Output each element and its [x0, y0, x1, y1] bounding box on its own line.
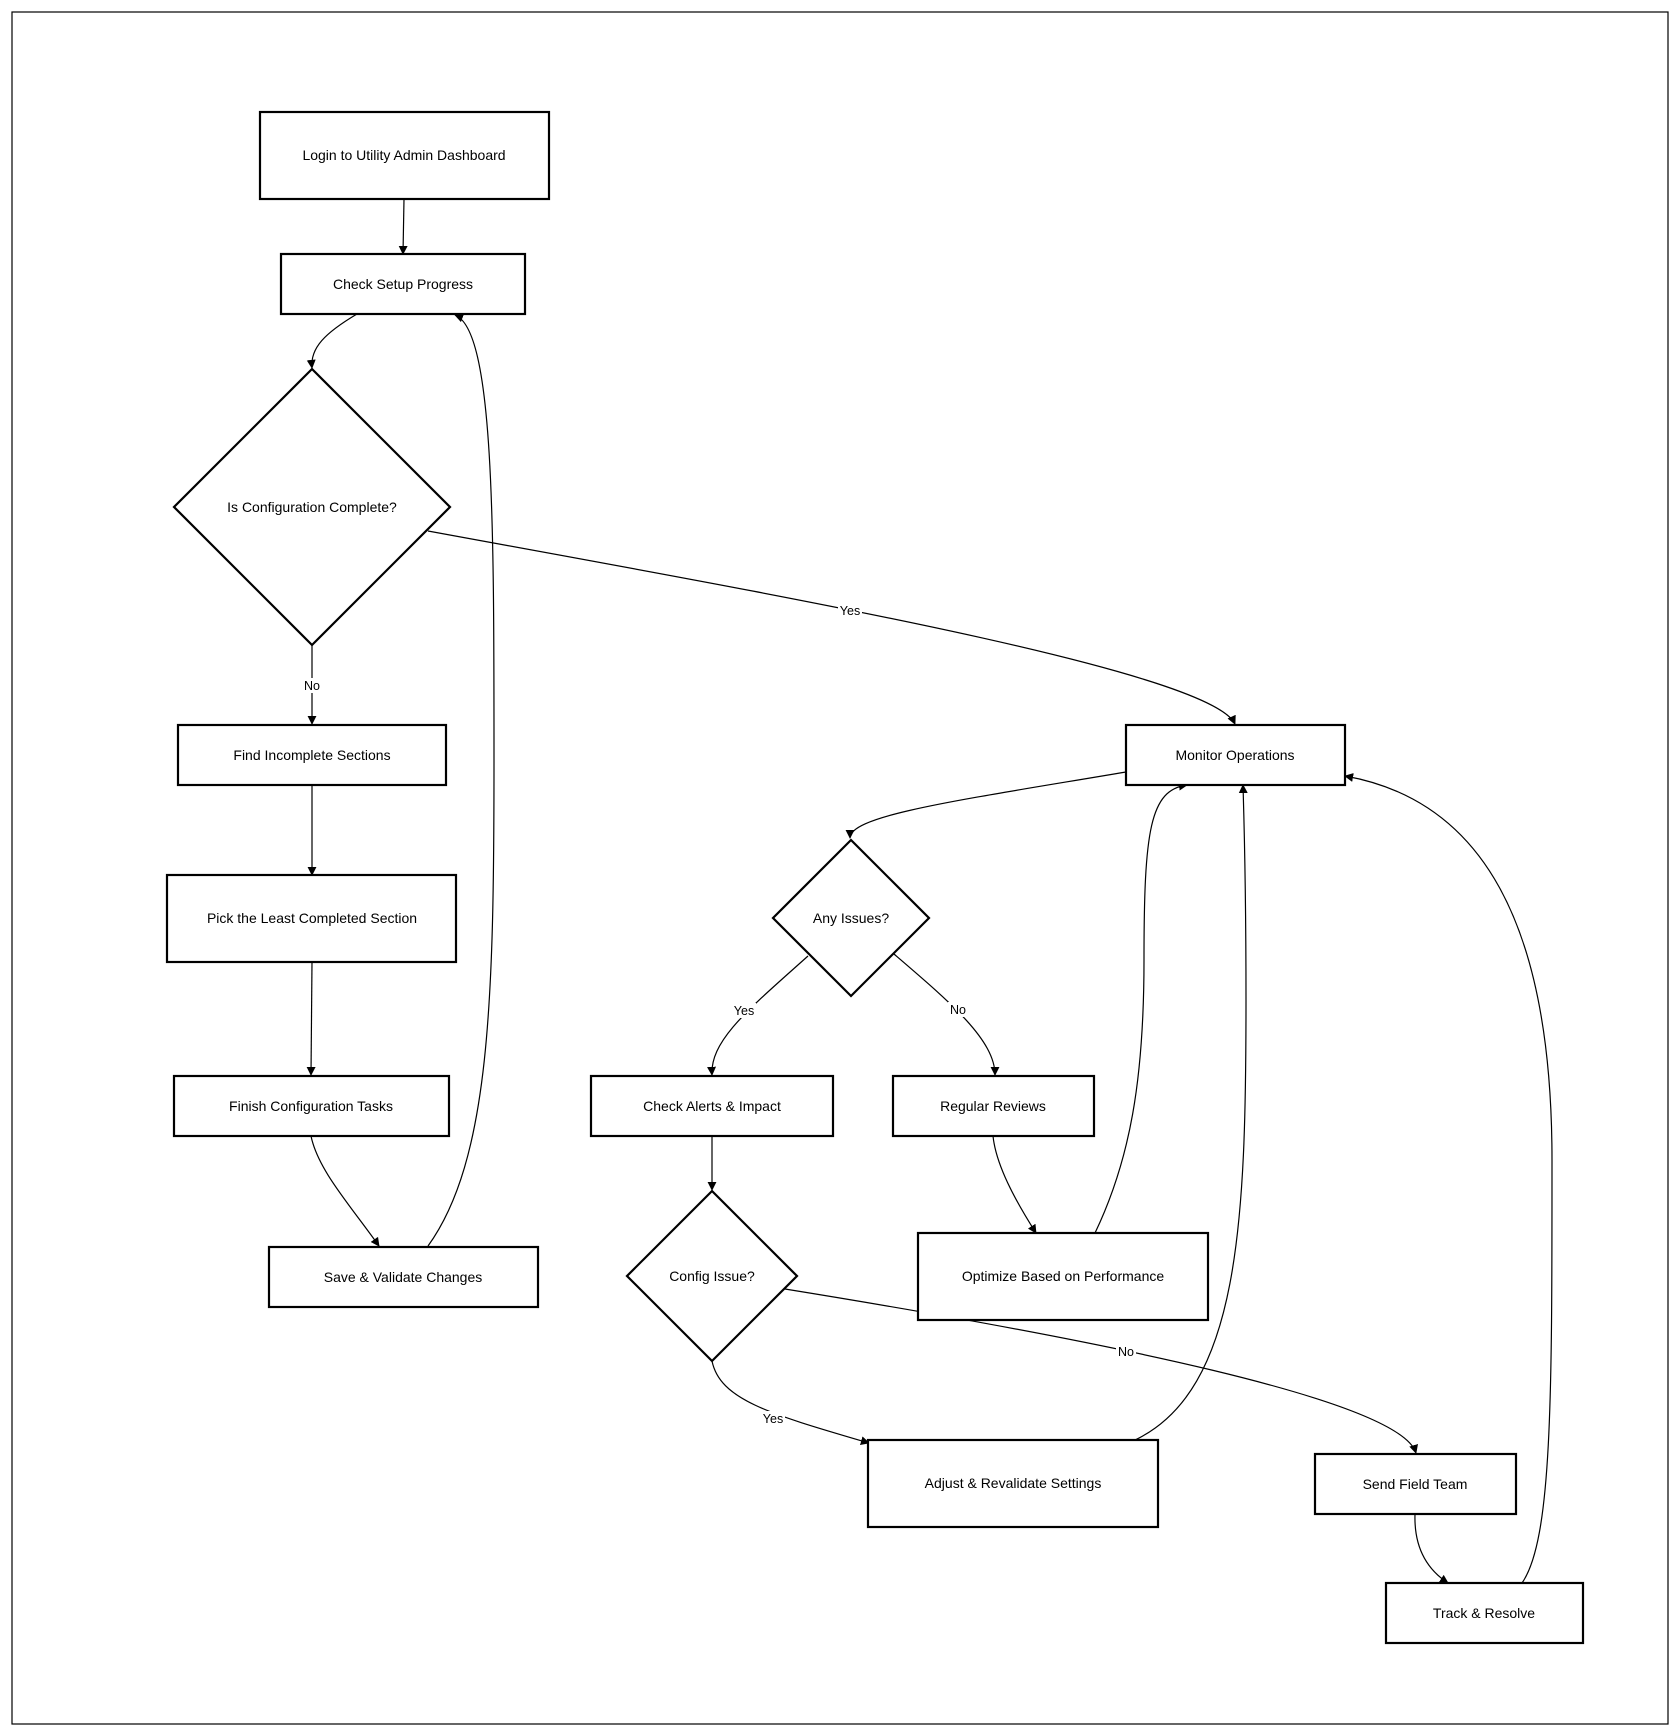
- node-label: Save & Validate Changes: [324, 1269, 483, 1285]
- node-adjust: Adjust & Revalidate Settings: [866, 1438, 1160, 1529]
- edge-send-field-to-track-resolve: [1414, 1513, 1449, 1584]
- edge-save-validate-to-check-setup: [427, 313, 495, 1247]
- node-label: Track & Resolve: [1433, 1605, 1535, 1621]
- edge-pick-least-to-finish-tasks: [306, 961, 316, 1076]
- edge-optimize-to-monitor: [1094, 781, 1188, 1234]
- node-label: Pick the Least Completed Section: [207, 910, 417, 926]
- nodes: Login to Utility Admin Dashboard Check S…: [165, 110, 1585, 1645]
- node-send-field: Send Field Team: [1313, 1452, 1518, 1516]
- edge-label-yes-any-issues: Yes: [732, 1003, 756, 1018]
- node-label: Finish Configuration Tasks: [229, 1098, 393, 1114]
- edge-regular-reviews-to-optimize: [992, 1135, 1037, 1234]
- edge-label-text: Yes: [763, 1412, 783, 1426]
- node-config-complete: Is Configuration Complete?: [172, 367, 452, 647]
- node-pick-least: Pick the Least Completed Section: [165, 873, 458, 964]
- edge-adjust-to-monitor: [1134, 784, 1248, 1441]
- edge-label-text: No: [950, 1003, 966, 1017]
- node-save-validate: Save & Validate Changes: [267, 1245, 540, 1309]
- edges: [306, 198, 1553, 1584]
- node-label: Is Configuration Complete?: [227, 499, 397, 515]
- edge-track-resolve-to-monitor: [1344, 772, 1553, 1584]
- node-label: Monitor Operations: [1175, 747, 1294, 763]
- node-label: Login to Utility Admin Dashboard: [302, 147, 505, 163]
- edge-monitor-to-any-issues: [845, 771, 1127, 839]
- edge-label-text: Yes: [734, 1004, 754, 1018]
- edge-label-no-config-complete: No: [301, 678, 323, 693]
- node-label: Find Incomplete Sections: [233, 747, 390, 763]
- edge-label-yes-config-issue: Yes: [761, 1411, 785, 1426]
- node-optimize: Optimize Based on Performance: [916, 1231, 1210, 1322]
- edge-config-issue-yes-to-adjust: [711, 1360, 870, 1446]
- diagram-frame: [11, 11, 1669, 1725]
- node-label: Regular Reviews: [940, 1098, 1046, 1114]
- edge-check-setup-to-config-complete: [306, 313, 358, 369]
- node-monitor: Monitor Operations: [1124, 723, 1347, 787]
- node-label: Send Field Team: [1363, 1476, 1468, 1492]
- node-label: Adjust & Revalidate Settings: [925, 1475, 1102, 1491]
- node-label: Check Setup Progress: [333, 276, 473, 292]
- node-track-resolve: Track & Resolve: [1384, 1581, 1585, 1645]
- node-label: Optimize Based on Performance: [962, 1268, 1165, 1284]
- edge-any-issues-yes-to-check-alerts: [707, 955, 809, 1076]
- edge-label-no-any-issues: No: [948, 1002, 968, 1017]
- edge-finish-tasks-to-save-validate: [310, 1135, 380, 1247]
- edge-label-text: Yes: [840, 604, 860, 618]
- node-regular-reviews: Regular Reviews: [891, 1074, 1096, 1138]
- edge-any-issues-no-to-regular-reviews: [893, 953, 1000, 1076]
- edge-label-no-config-issue: No: [1116, 1344, 1136, 1359]
- node-label: Check Alerts & Impact: [643, 1098, 781, 1114]
- edge-label-yes-config-complete: Yes: [838, 603, 862, 618]
- edge-label-text: No: [1118, 1345, 1134, 1359]
- edge-label-text: No: [304, 679, 320, 693]
- node-login: Login to Utility Admin Dashboard: [258, 110, 551, 201]
- node-finish-tasks: Finish Configuration Tasks: [172, 1074, 451, 1138]
- edge-labels: Yes No Yes No Yes No: [301, 603, 1136, 1426]
- node-any-issues: Any Issues?: [771, 838, 931, 998]
- node-label: Any Issues?: [813, 910, 889, 926]
- edge-login-to-check-setup: [398, 198, 408, 255]
- node-check-setup: Check Setup Progress: [279, 252, 527, 316]
- node-label: Config Issue?: [669, 1268, 755, 1284]
- edge-config-complete-yes-to-monitor: [427, 530, 1236, 725]
- node-find-incomplete: Find Incomplete Sections: [176, 723, 448, 787]
- node-check-alerts: Check Alerts & Impact: [589, 1074, 835, 1138]
- node-config-issue: Config Issue?: [625, 1189, 799, 1363]
